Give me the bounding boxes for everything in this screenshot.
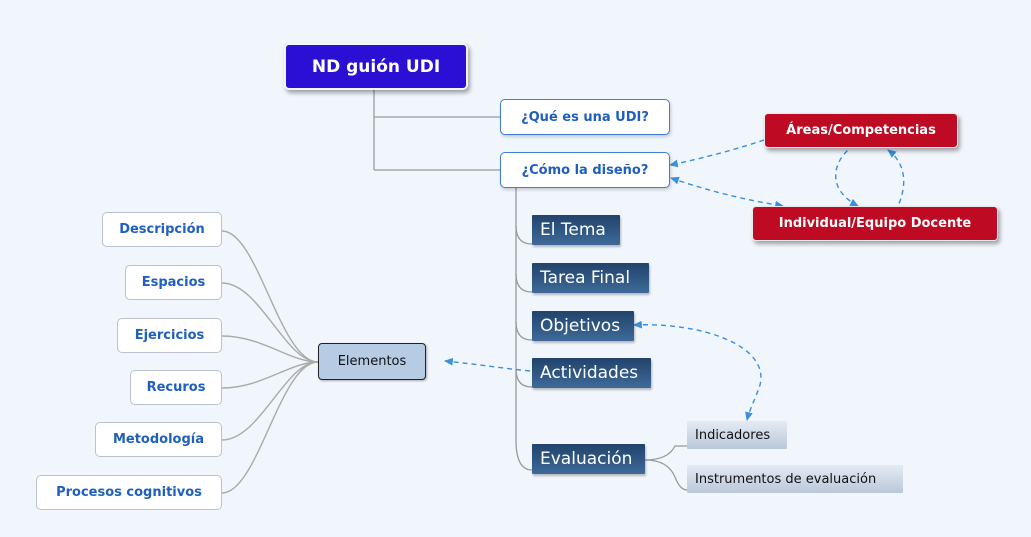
arrow-como-individual <box>670 176 784 209</box>
node-indicadores[interactable]: Indicadores <box>687 421 787 449</box>
leaf-procesos-cognitivos[interactable]: Procesos cognitivos <box>36 475 222 510</box>
connector-recuros <box>221 361 319 389</box>
node-individual-equipo-docente[interactable]: Individual/Equipo Docente <box>752 206 998 241</box>
connector-procesos <box>221 361 319 494</box>
node-evaluacion[interactable]: Evaluación <box>532 444 645 474</box>
connector-indicadores <box>644 445 687 461</box>
node-el-tema[interactable]: El Tema <box>532 215 620 245</box>
node-instrumentos-evaluacion[interactable]: Instrumentos de evaluación <box>687 465 903 493</box>
connector-ejercicios <box>221 335 319 363</box>
leaf-descripcion[interactable]: Descripción <box>102 212 222 247</box>
connector-objetivos <box>515 321 533 341</box>
node-elementos[interactable]: Elementos <box>318 343 426 380</box>
connector-descripcion <box>221 230 319 363</box>
leaf-metodologia[interactable]: Metodología <box>95 422 222 457</box>
arrow-loop-left <box>835 149 859 207</box>
node-que-es-udi[interactable]: ¿Qué es una UDI? <box>500 99 670 135</box>
connector-instrumentos <box>644 459 688 491</box>
connector-metodologia <box>221 361 319 441</box>
node-actividades[interactable]: Actividades <box>532 358 651 388</box>
node-objetivos[interactable]: Objetivos <box>532 311 634 341</box>
connector-tarea-final <box>515 273 533 293</box>
arrow-actividades-elementos <box>444 357 531 372</box>
connector-el-tema <box>515 225 533 245</box>
node-areas-competencias[interactable]: Áreas/Competencias <box>764 113 958 148</box>
node-tarea-final[interactable]: Tarea Final <box>532 263 649 293</box>
leaf-espacios[interactable]: Espacios <box>125 265 222 300</box>
connector-actividades <box>515 368 533 388</box>
leaf-recuros[interactable]: Recuros <box>130 370 222 405</box>
arrow-objetivos-indicadores <box>633 320 762 421</box>
leaf-ejercicios[interactable]: Ejercicios <box>117 318 222 353</box>
arrow-areas-to-como <box>669 139 765 168</box>
node-como-diseno[interactable]: ¿Cómo la diseño? <box>500 152 670 188</box>
arrow-loop-right <box>887 149 905 207</box>
root-node[interactable]: ND guión UDI <box>284 43 468 90</box>
steps-trunk-connector <box>515 187 533 471</box>
connector-espacios <box>221 282 319 363</box>
